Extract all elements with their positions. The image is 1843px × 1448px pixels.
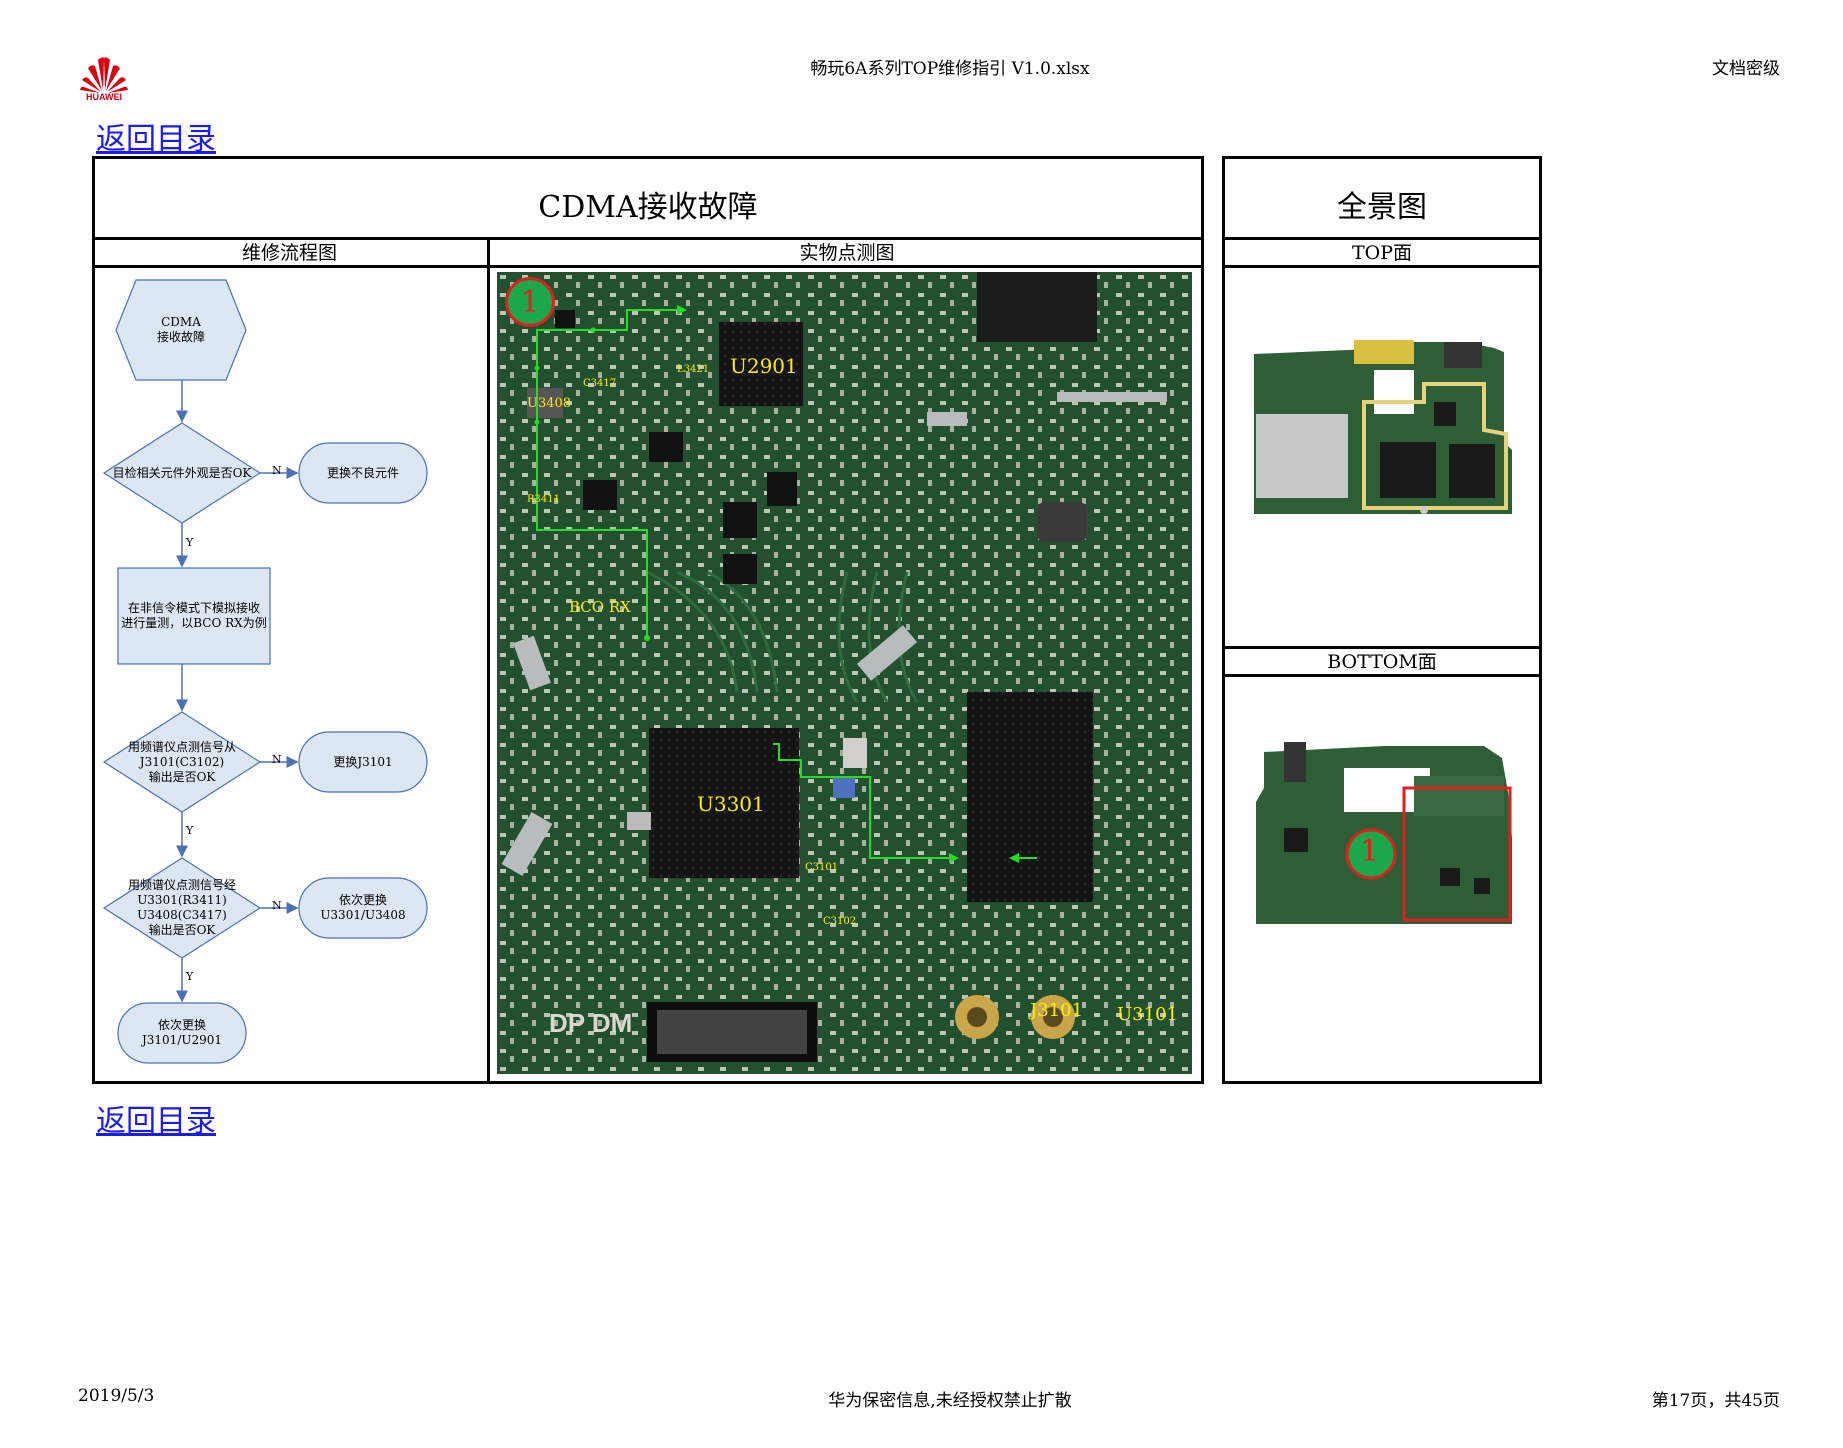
overview-title: 全景图 bbox=[1337, 190, 1427, 225]
footer-date: 2019/5/3 bbox=[78, 1386, 155, 1406]
label-c3101: C3101 bbox=[805, 862, 839, 873]
top-side-label: TOP面 bbox=[1351, 242, 1413, 264]
label-u3101: U3101 bbox=[1117, 1004, 1178, 1025]
flow-header: 维修流程图 bbox=[241, 242, 337, 264]
label-n-3: N bbox=[272, 899, 282, 912]
label-u3408: U3408 bbox=[527, 396, 572, 411]
chip-u3301 bbox=[649, 728, 799, 878]
overview-marker-1: 1 bbox=[1360, 834, 1380, 869]
bottom-board-image: 1 bbox=[1244, 728, 1524, 938]
footer-page: 第17页，共45页 bbox=[1651, 1391, 1780, 1411]
label-y-3: Y bbox=[186, 970, 194, 983]
footer-confidential: 华为保密信息,未经授权禁止扩散 bbox=[828, 1391, 1072, 1411]
flow-q3: 用频谱仪点测信号从 J3101(C3102) 输出是否OK bbox=[127, 739, 236, 784]
start-hexagon bbox=[115, 279, 247, 381]
marker-1: 1 bbox=[505, 277, 555, 327]
bottom-side-label: BOTTOM面 bbox=[1327, 651, 1437, 673]
main-title: CDMA接收故障 bbox=[538, 190, 758, 225]
step2-rect bbox=[117, 567, 271, 665]
label-u3301: U3301 bbox=[697, 792, 765, 816]
pcb-photo: 1 U2901 U3408 C3417 L3421 R3411 BCO RX U… bbox=[497, 272, 1192, 1074]
a1-terminator bbox=[298, 442, 428, 504]
label-bco-rx: BCO RX bbox=[569, 598, 631, 616]
logo-text: HUAWEI bbox=[86, 92, 122, 102]
chip-77645 bbox=[967, 692, 1093, 902]
silkscreen-dp-dm: DP DM bbox=[549, 1008, 633, 1038]
classification: 文档密级 bbox=[1712, 59, 1780, 79]
pcb-board-drawing bbox=[497, 272, 1192, 1074]
top-board-image bbox=[1244, 322, 1514, 522]
flowchart-shapes bbox=[102, 279, 428, 1064]
chip-u3408 bbox=[527, 388, 563, 418]
label-c3417: C3417 bbox=[583, 378, 617, 389]
label-r3411: R3411 bbox=[527, 494, 560, 505]
file-title: 畅玩6A系列TOP维修指引 V1.0.xlsx bbox=[810, 59, 1090, 79]
flowchart: CDMA 接收故障 目检相关元件外观是否OK 更换不良元件 在非信令模式下模拟接… bbox=[92, 268, 487, 1084]
a3-terminator bbox=[298, 731, 428, 793]
photo-header: 实物点测图 bbox=[799, 242, 895, 264]
flow-end: 依次更换 J3101/U2901 bbox=[141, 1018, 223, 1047]
flow-start: CDMA 接收故障 bbox=[156, 315, 205, 344]
flow-a1: 更换不良元件 bbox=[326, 465, 399, 480]
back-to-toc-link-top[interactable]: 返回目录 bbox=[96, 122, 216, 157]
flow-a4: 依次更换 U3301/U3408 bbox=[320, 893, 406, 922]
highlight-box bbox=[1402, 786, 1512, 922]
chip-u2901 bbox=[719, 322, 803, 406]
back-to-toc-link-bottom[interactable]: 返回目录 bbox=[96, 1104, 216, 1139]
a4-terminator bbox=[298, 877, 428, 939]
label-y-1: Y bbox=[186, 536, 194, 549]
huawei-logo: HUAWEI bbox=[76, 50, 132, 106]
huawei-logo-icon bbox=[80, 57, 128, 93]
top-board-drawing bbox=[1254, 340, 1512, 514]
label-n-2: N bbox=[272, 753, 282, 766]
end-terminator bbox=[117, 1002, 247, 1064]
label-n-1: N bbox=[272, 464, 282, 477]
label-y-2: Y bbox=[186, 824, 194, 837]
flow-q4: 用频谱仪点测信号经 U3301(R3411) U3408(C3417) 输出是否… bbox=[127, 878, 236, 937]
flow-a3: 更换J3101 bbox=[333, 754, 393, 769]
overview-panel bbox=[1222, 156, 1542, 1084]
flow-q1: 目检相关元件外观是否OK bbox=[112, 465, 252, 480]
label-c3102: C3102 bbox=[823, 916, 857, 927]
bottom-board-drawing bbox=[1256, 742, 1512, 924]
label-j3101: J3101 bbox=[1030, 1000, 1084, 1021]
label-l3421: L3421 bbox=[677, 364, 710, 375]
label-u2901: U2901 bbox=[730, 354, 798, 378]
flow-step2: 在非信令模式下模拟接收 进行量测，以BCO RX为例 bbox=[121, 601, 267, 630]
